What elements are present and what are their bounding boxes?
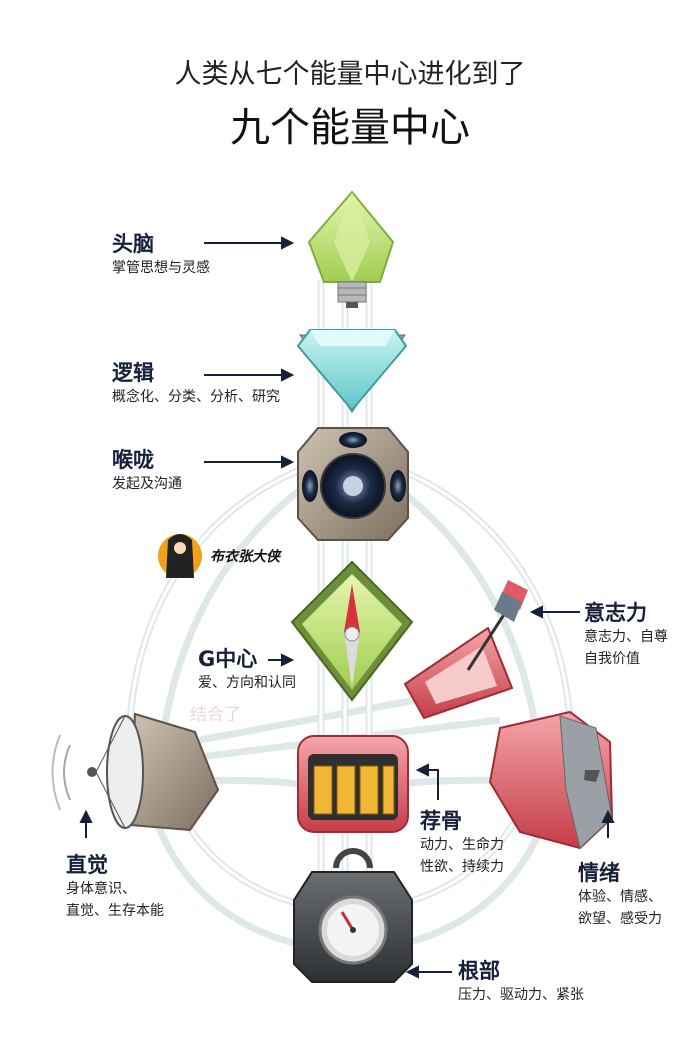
label-spleen-desc-2: 直觉、生存本能 <box>66 903 164 919</box>
brand-logo-text: 布衣张大侠 <box>210 549 280 565</box>
label-throat-desc: 发起及沟通 <box>112 476 182 492</box>
speaker-cube-icon <box>297 427 409 541</box>
label-root-desc: 压力、驱动力、紧张 <box>458 987 584 1003</box>
label-g-desc: 爱、方向和认同 <box>198 675 296 691</box>
label-will-name: 意志力 <box>584 601 647 625</box>
label-emotion-desc-1: 体验、情感、 <box>578 889 662 905</box>
label-head-desc: 掌管思想与灵感 <box>112 260 210 276</box>
title-line-2: 九个能量中心 <box>230 105 470 151</box>
label-throat-name: 喉咙 <box>112 448 154 472</box>
battery-pack-icon <box>297 735 409 833</box>
label-sacral: 荐骨 动力、生命力 性欲、持续力 <box>420 808 504 878</box>
brand-logo-icon <box>158 534 202 578</box>
label-will-desc-2: 自我价值 <box>584 651 640 667</box>
label-emotion-desc-2: 欲望、感受力 <box>578 911 662 927</box>
label-ajna: 逻辑 概念化、分类、分析、研究 <box>112 360 280 408</box>
leader-lines <box>79 236 615 979</box>
title-line-1: 人类从七个能量中心进化到了 <box>174 59 526 90</box>
label-head-name: 头脑 <box>112 232 154 256</box>
mask-icon <box>488 710 614 850</box>
watermark-text: 结合了 <box>190 705 241 725</box>
light-bulb-crystal-icon <box>307 190 395 308</box>
satellite-dish-icon <box>51 712 220 832</box>
label-emotion-name: 情绪 <box>578 861 620 885</box>
label-spleen: 直觉 身体意识、 直觉、生存本能 <box>66 852 164 922</box>
label-g-name: G中心 <box>198 647 258 671</box>
label-throat: 喉咙 发起及沟通 <box>112 447 182 495</box>
diamond-chip-icon <box>296 329 408 413</box>
pressure-gauge-icon <box>293 848 413 983</box>
label-ajna-desc: 概念化、分类、分析、研究 <box>112 389 280 405</box>
label-sacral-desc-1: 动力、生命力 <box>420 837 504 853</box>
label-ajna-name: 逻辑 <box>112 361 154 385</box>
label-g: G中心 爱、方向和认同 <box>198 646 296 694</box>
compass-icon <box>290 560 414 702</box>
label-spleen-name: 直觉 <box>66 853 108 877</box>
heart-dart-icon <box>403 580 528 720</box>
label-root-name: 根部 <box>458 959 500 983</box>
label-will: 意志力 意志力、自尊 自我价值 <box>584 600 668 670</box>
label-sacral-desc-2: 性欲、持续力 <box>420 859 504 875</box>
label-emotion: 情绪 体验、情感、 欲望、感受力 <box>578 860 662 930</box>
label-root: 根部 压力、驱动力、紧张 <box>458 958 584 1006</box>
label-will-desc-1: 意志力、自尊 <box>584 629 668 645</box>
label-sacral-name: 荐骨 <box>420 809 462 833</box>
label-spleen-desc-1: 身体意识、 <box>66 881 136 897</box>
label-head: 头脑 掌管思想与灵感 <box>112 231 210 279</box>
